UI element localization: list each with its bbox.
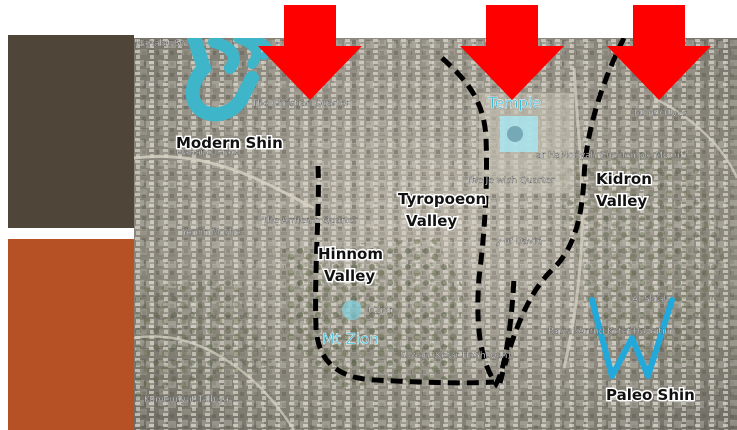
place-label-city-of-david: y of David — [496, 237, 542, 247]
accent-block-dark — [8, 35, 134, 228]
place-label-wadi: Al-Shiah — [632, 295, 669, 305]
place-label-kefar: Ras al-Amud Ketef Hazeitim — [548, 327, 673, 337]
down-arrow-icon — [607, 5, 711, 100]
place-label-yemin-moshe: Yemin Moshe — [181, 228, 241, 238]
kidron-label: Kidron — [596, 170, 652, 188]
satellite-map: Nahalat Sh The Christian Quarter Mahane … — [134, 38, 737, 430]
place-label-mahane-israel: Mahane Israel — [176, 148, 239, 158]
road — [134, 155, 315, 210]
hinnom-label: Hinnom — [318, 245, 383, 263]
temple-label: Temple — [487, 94, 541, 112]
tyropoeon-valley-label: Valley — [406, 212, 457, 230]
place-label-temple-mount: ar HaMoriyah (the Temple Mount) — [536, 151, 687, 161]
place-label-mt-of-olives: Mt of Olives — [634, 109, 688, 119]
tyropoeon-label: Tyropoeon — [398, 190, 486, 208]
valley-vegetation — [284, 238, 464, 388]
down-arrow-icon — [258, 5, 362, 100]
arrow-layer — [258, 5, 711, 100]
mt-zion-label: Mt Zion — [322, 330, 379, 348]
down-arrow-icon — [460, 5, 564, 100]
place-label-silwan: Silwan (Kefar HaShiloah) — [400, 351, 511, 361]
mt-zion-highlight — [342, 300, 362, 320]
place-label-christian-quarter: The Christian Quarter — [251, 99, 350, 109]
kidron-valley-boundary — [497, 38, 627, 384]
place-label-zion: t Zion — [368, 306, 394, 316]
place-label-armenian-quarter: The Armen n Quarter — [261, 216, 358, 226]
place-label-nahalat: Nahalat Sh — [136, 39, 185, 49]
modern-shin-label: Modern Shin — [176, 134, 283, 152]
hinnom-valley-boundary — [313, 165, 495, 386]
paleo-shin-label: Paleo Shin — [606, 386, 695, 404]
accent-block-orange — [8, 239, 134, 430]
place-label-jewish-quarter: The Je wish Quarter — [465, 176, 555, 186]
map-canvas: Nahalat Sh The Christian Quarter Mahane … — [134, 38, 737, 430]
kidron-valley-label: Valley — [596, 192, 647, 210]
place-label-komemiyut: Komemiyut Talbiya — [144, 395, 229, 405]
paleo-shin-letter-icon — [589, 297, 675, 379]
hinnom-valley-label: Valley — [324, 267, 375, 285]
